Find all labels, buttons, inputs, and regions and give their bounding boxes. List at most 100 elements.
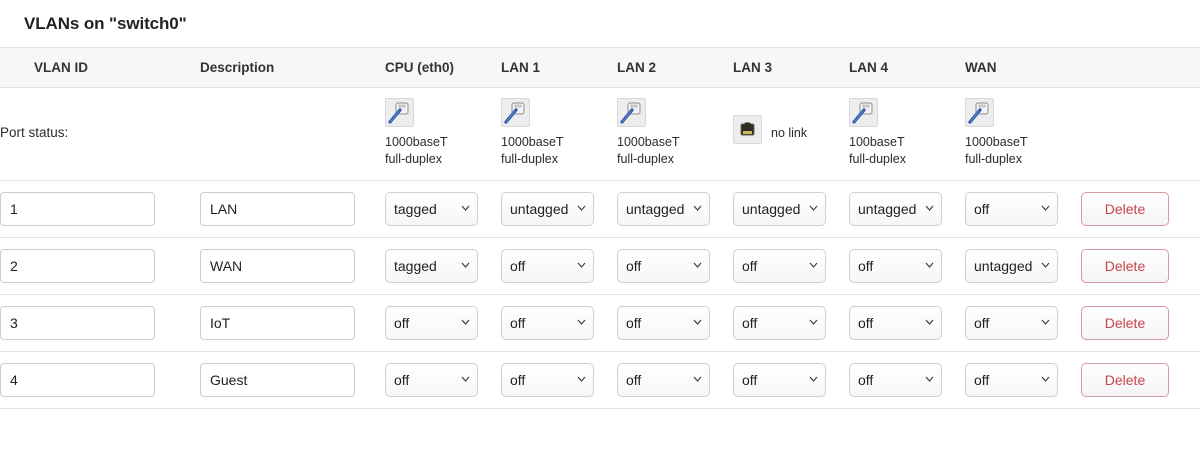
cell-description (200, 180, 385, 238)
description-input[interactable] (200, 248, 355, 283)
network-jack-empty-icon (733, 114, 762, 144)
table-row: offuntaggedtagged offuntaggedtagged offu… (0, 351, 1200, 409)
port-mode-select-lan2[interactable]: offuntaggedtagged (617, 305, 710, 340)
port-mode-select-lan4[interactable]: offuntaggedtagged (849, 191, 942, 226)
column-header-lan-4: LAN 4 (849, 47, 965, 88)
port-mode-select-cpu[interactable]: offuntaggedtagged (385, 191, 478, 226)
port-status-label: Port status: (0, 87, 200, 181)
vlan-id-input[interactable] (0, 305, 155, 340)
cell-lan-3: offuntaggedtagged (733, 237, 849, 295)
cell-wan: offuntaggedtagged (965, 180, 1081, 238)
network-cable-connected-icon (501, 98, 530, 127)
port-mode-select-lan3[interactable]: offuntaggedtagged (733, 362, 826, 397)
port-mode-select-lan2[interactable]: offuntaggedtagged (617, 191, 710, 226)
port-mode-select-lan4[interactable]: offuntaggedtagged (849, 305, 942, 340)
cell-vlan-id (0, 180, 200, 238)
column-header-vlan-id: VLAN ID (0, 47, 200, 88)
port-duplex: full-duplex (617, 151, 674, 166)
cell-wan: offuntaggedtagged (965, 294, 1081, 352)
network-cable-connected-icon (965, 98, 994, 127)
port-status-lan-4: 100baseT full-duplex (849, 87, 965, 181)
delete-button[interactable]: Delete (1081, 191, 1169, 226)
cell-actions: Delete (1081, 180, 1200, 238)
vlan-id-input[interactable] (0, 362, 155, 397)
port-mode-select-lan3[interactable]: offuntaggedtagged (733, 191, 826, 226)
cell-description (200, 351, 385, 409)
cell-wan: offuntaggedtagged (965, 237, 1081, 295)
port-status-row: Port status: 1000baseT full-duplex (0, 87, 1200, 181)
port-mode-select-lan3[interactable]: offuntaggedtagged (733, 305, 826, 340)
port-mode-select-wan[interactable]: offuntaggedtagged (965, 248, 1058, 283)
port-status-actions (1081, 87, 1200, 181)
delete-button[interactable]: Delete (1081, 248, 1169, 283)
port-mode-select-lan1[interactable]: offuntaggedtagged (501, 191, 594, 226)
cell-lan-1: offuntaggedtagged (501, 180, 617, 238)
cell-lan-3: offuntaggedtagged (733, 294, 849, 352)
cell-vlan-id (0, 294, 200, 352)
port-status-lan-1: 1000baseT full-duplex (501, 87, 617, 181)
port-mode-select-cpu[interactable]: offuntaggedtagged (385, 362, 478, 397)
column-header-cpu-eth0: CPU (eth0) (385, 47, 501, 88)
port-duplex: full-duplex (965, 151, 1022, 166)
cell-lan-1: offuntaggedtagged (501, 351, 617, 409)
cell-actions: Delete (1081, 294, 1200, 352)
table-row: offuntaggedtagged offuntaggedtagged offu… (0, 294, 1200, 352)
table-body: Port status: 1000baseT full-duplex (0, 87, 1200, 409)
column-header-lan-2: LAN 2 (617, 47, 733, 88)
cell-vlan-id (0, 237, 200, 295)
port-mode-select-lan1[interactable]: offuntaggedtagged (501, 248, 594, 283)
cell-lan-3: offuntaggedtagged (733, 180, 849, 238)
cell-lan-2: offuntaggedtagged (617, 351, 733, 409)
port-mode-select-lan2[interactable]: offuntaggedtagged (617, 248, 710, 283)
network-cable-connected-icon (385, 98, 414, 127)
description-input[interactable] (200, 305, 355, 340)
description-input[interactable] (200, 191, 355, 226)
port-mode-select-cpu[interactable]: offuntaggedtagged (385, 248, 478, 283)
port-mode-select-lan1[interactable]: offuntaggedtagged (501, 305, 594, 340)
port-speed: 100baseT (849, 135, 905, 149)
port-status-spacer (200, 87, 385, 181)
cell-lan-4: offuntaggedtagged (849, 294, 965, 352)
port-mode-select-cpu[interactable]: offuntaggedtagged (385, 305, 478, 340)
port-mode-select-wan[interactable]: offuntaggedtagged (965, 362, 1058, 397)
cell-lan-4: offuntaggedtagged (849, 351, 965, 409)
port-mode-select-lan4[interactable]: offuntaggedtagged (849, 248, 942, 283)
port-duplex: full-duplex (849, 151, 906, 166)
cell-lan-1: offuntaggedtagged (501, 294, 617, 352)
port-mode-select-lan2[interactable]: offuntaggedtagged (617, 362, 710, 397)
cell-lan-2: offuntaggedtagged (617, 294, 733, 352)
port-status-cpu-eth0: 1000baseT full-duplex (385, 87, 501, 181)
cell-cpu-eth0: offuntaggedtagged (385, 180, 501, 238)
cell-lan-2: offuntaggedtagged (617, 237, 733, 295)
port-status-lan-2: 1000baseT full-duplex (617, 87, 733, 181)
cell-wan: offuntaggedtagged (965, 351, 1081, 409)
delete-button[interactable]: Delete (1081, 362, 1169, 397)
header-row: VLAN ID Description CPU (eth0) LAN 1 LAN… (0, 47, 1200, 88)
network-cable-connected-icon (849, 98, 878, 127)
port-speed: no link (771, 125, 808, 140)
cell-description (200, 237, 385, 295)
delete-button[interactable]: Delete (1081, 305, 1169, 340)
port-mode-select-wan[interactable]: offuntaggedtagged (965, 191, 1058, 226)
cell-cpu-eth0: offuntaggedtagged (385, 294, 501, 352)
port-mode-select-lan3[interactable]: offuntaggedtagged (733, 248, 826, 283)
port-mode-select-lan1[interactable]: offuntaggedtagged (501, 362, 594, 397)
cell-vlan-id (0, 351, 200, 409)
port-speed: 1000baseT (965, 135, 1028, 149)
column-header-wan: WAN (965, 47, 1081, 88)
port-duplex: full-duplex (501, 151, 558, 166)
cell-lan-3: offuntaggedtagged (733, 351, 849, 409)
column-header-description: Description (200, 47, 385, 88)
vlan-id-input[interactable] (0, 191, 155, 226)
vlan-id-input[interactable] (0, 248, 155, 283)
cell-lan-4: offuntaggedtagged (849, 180, 965, 238)
port-mode-select-wan[interactable]: offuntaggedtagged (965, 305, 1058, 340)
cell-lan-4: offuntaggedtagged (849, 237, 965, 295)
port-mode-select-lan4[interactable]: offuntaggedtagged (849, 362, 942, 397)
cell-lan-1: offuntaggedtagged (501, 237, 617, 295)
port-status-wan: 1000baseT full-duplex (965, 87, 1081, 181)
table-row: offuntaggedtagged offuntaggedtagged offu… (0, 237, 1200, 295)
network-cable-connected-icon (617, 98, 646, 127)
description-input[interactable] (200, 362, 355, 397)
port-speed: 1000baseT (501, 135, 564, 149)
